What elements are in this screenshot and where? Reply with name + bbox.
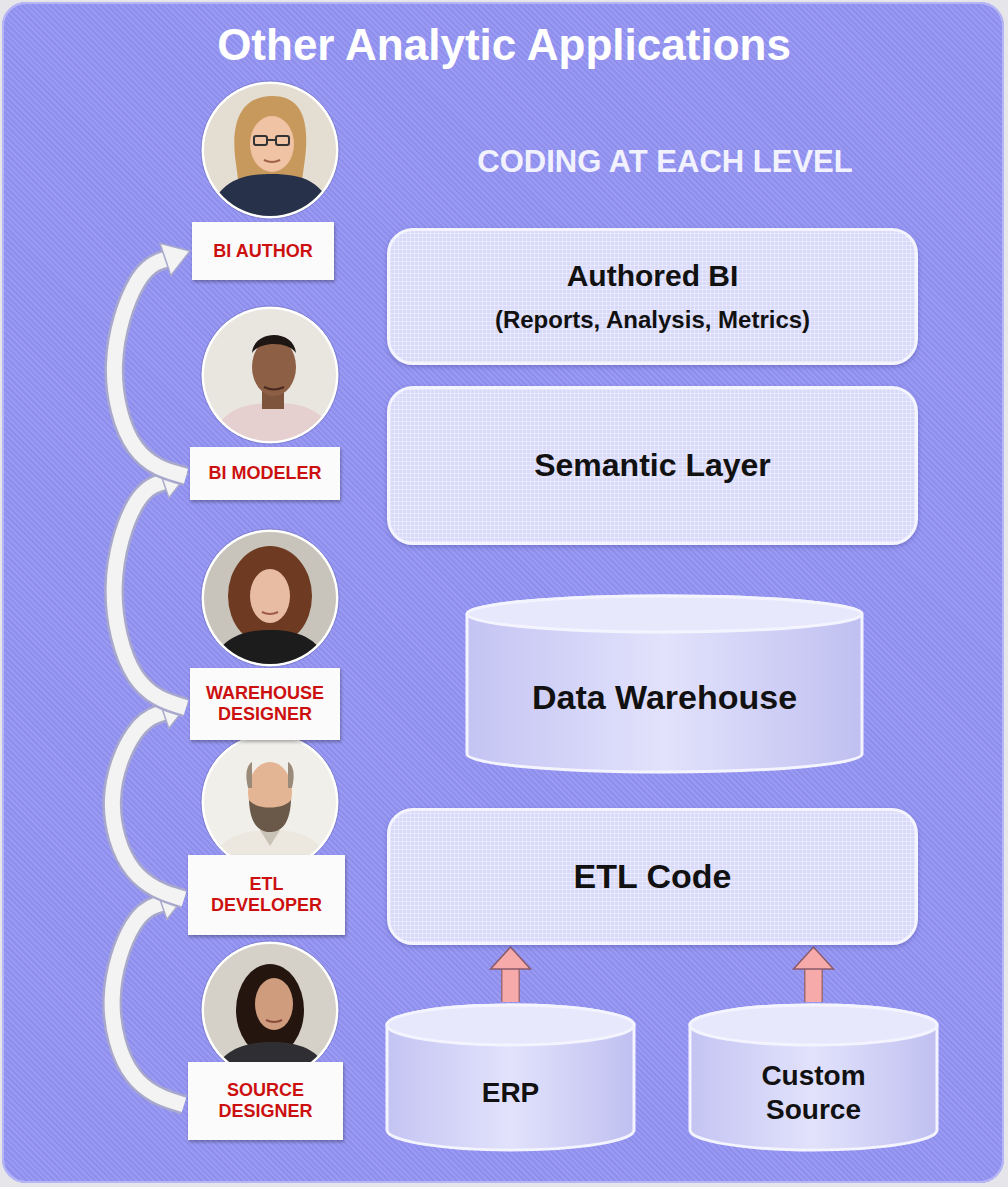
layer-title: Semantic Layer: [534, 446, 771, 484]
layer-box: Semantic Layer: [387, 386, 918, 545]
diagram-title: Other Analytic Applications: [0, 20, 1008, 70]
role-name: ETL DEVELOPER: [198, 874, 335, 915]
layer-title: ETL Code: [573, 856, 731, 897]
role-tag: WAREHOUSE DESIGNER: [190, 668, 340, 740]
layer-box: Authored BI (Reports, Analysis, Metrics): [387, 228, 918, 365]
arrow-shaft: [112, 712, 184, 899]
layer-title: Data Warehouse: [532, 677, 797, 718]
arrow-shaft: [806, 969, 822, 1002]
database-cylinder: Custom Source: [690, 1005, 937, 1150]
role-name: WAREHOUSE DESIGNER: [200, 683, 330, 724]
layer-title: Custom Source: [730, 1059, 897, 1126]
cylinder-top: [690, 1005, 937, 1045]
layer-box: ETL Code: [387, 808, 918, 945]
role-tag: ETL DEVELOPER: [188, 855, 345, 935]
arrow-shaft: [114, 259, 186, 476]
cylinder-body: [467, 596, 862, 772]
connector-arrow: [510, 969, 511, 1002]
arrow-shaft: [112, 903, 184, 1105]
arrow-outline: [501, 969, 520, 1002]
role-name: SOURCE DESIGNER: [198, 1080, 333, 1121]
section-label: CODING AT EACH LEVEL: [400, 144, 930, 180]
role-tag: SOURCE DESIGNER: [188, 1062, 343, 1140]
role-tag: BI MODELER: [190, 447, 340, 500]
database-cylinder: Data Warehouse: [467, 596, 862, 772]
cylinder-body: [387, 1005, 634, 1150]
connector-arrow: [112, 712, 184, 899]
arrow-outline: [114, 259, 186, 476]
connector-arrow: [114, 482, 186, 708]
cylinder-top: [467, 596, 862, 632]
portrait-photo: [200, 305, 340, 447]
database-cylinder: ERP: [387, 1005, 634, 1150]
layer-title: Authored BI: [567, 258, 739, 294]
cylinder-body: [690, 1005, 937, 1150]
role-tag: BI AUTHOR: [192, 222, 334, 280]
role-name: BI MODELER: [208, 463, 321, 484]
layer-subtitle: (Reports, Analysis, Metrics): [495, 306, 810, 335]
layer-title: ERP: [482, 1076, 540, 1110]
portrait-photo: [200, 732, 340, 874]
connector-arrow: [112, 903, 184, 1105]
arrow-outline: [114, 482, 186, 708]
arrow-outline: [804, 969, 823, 1002]
cylinder-top: [387, 1005, 634, 1045]
arrow-shaft: [503, 969, 519, 1002]
arrow-outline: [112, 903, 184, 1105]
portrait-photo: [200, 940, 340, 1082]
portrait-photo: [200, 528, 340, 670]
connector-arrow: [813, 969, 814, 1002]
connector-arrow: [114, 259, 186, 476]
portrait-photo: [200, 80, 340, 222]
title-container: Other Analytic Applications: [0, 20, 1008, 70]
arrow-outline: [112, 712, 184, 899]
arrow-shaft: [114, 482, 186, 708]
role-name: BI AUTHOR: [213, 241, 312, 262]
